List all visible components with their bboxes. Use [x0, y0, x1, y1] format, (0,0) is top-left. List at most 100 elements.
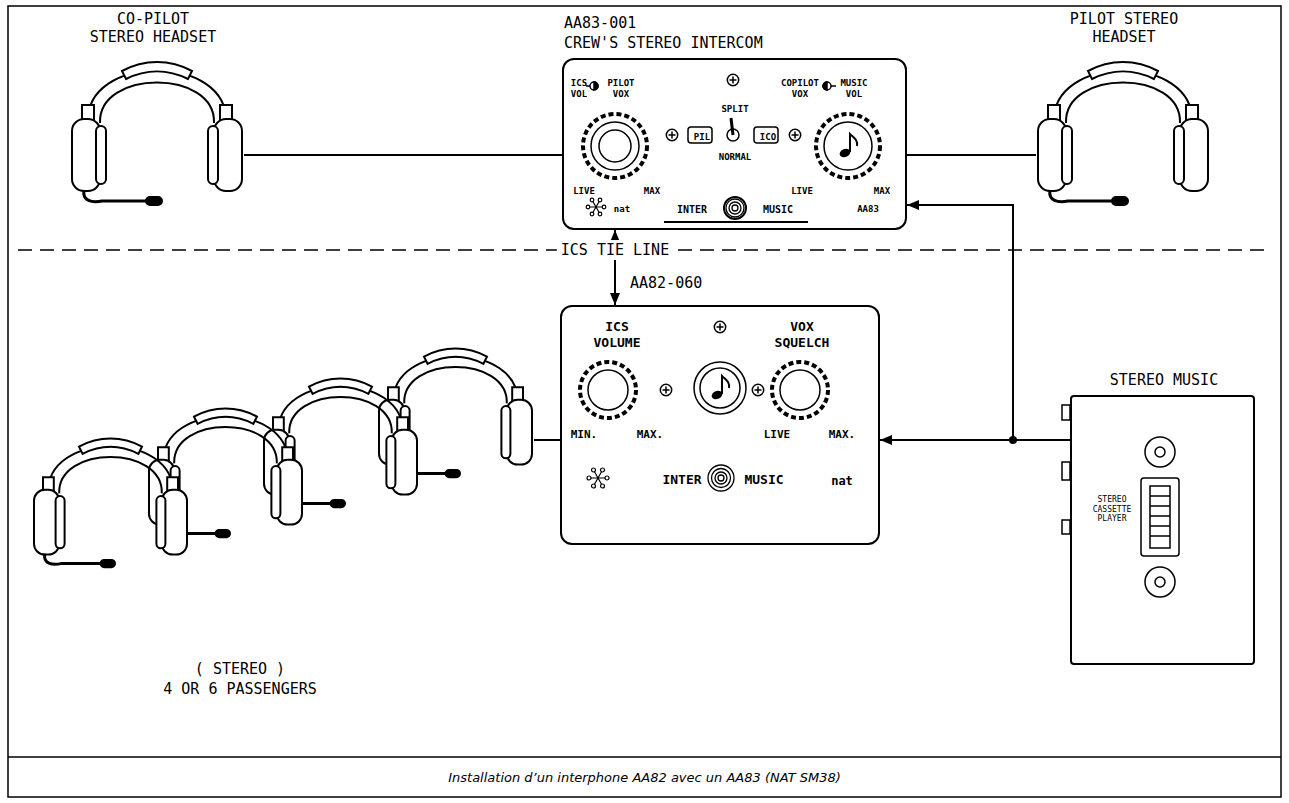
- panel-label: nat: [831, 474, 853, 488]
- screw-symbol: [666, 129, 677, 140]
- panel-label: MAX: [874, 186, 890, 197]
- aa83-panel-controls: [590, 82, 598, 90]
- aa83-panel-controls: [831, 85, 836, 87]
- panel-label: COPILOT VOX: [780, 78, 821, 100]
- panel-label: nat: [614, 204, 630, 215]
- aa82-panel-controls: [694, 362, 746, 414]
- cassette-player-detail: [1062, 405, 1179, 597]
- nat-logo: [592, 484, 596, 488]
- cassette-player-detail: [1141, 478, 1179, 556]
- wire-connector: [244, 154, 562, 156]
- cassette-player-detail: [1150, 486, 1170, 548]
- aa83-panel-controls: [599, 130, 631, 162]
- connector-group: [244, 155, 1070, 440]
- intercom-panel: AA82-060ICS VOLUMEVOX SQUELCHMIN.MAX.LIV…: [560, 305, 880, 545]
- panel-label: INTER: [677, 204, 707, 216]
- figure-caption: Installation d’un interphone AA82 avec u…: [8, 758, 1281, 796]
- cassette-player-detail: [1155, 447, 1165, 457]
- group-title: ( STEREO ): [195, 660, 285, 678]
- aa82-panel-controls: [780, 370, 820, 410]
- spiral-logo: [712, 469, 731, 488]
- passenger-headset-drawing: [34, 349, 532, 568]
- spiral-logo: [708, 465, 734, 491]
- spiral-logo: [726, 199, 744, 217]
- aa83-panel-controls: [583, 82, 880, 222]
- panel-label: ICS VOL: [570, 78, 589, 100]
- nat-logo: [601, 468, 605, 472]
- nat-logo: [598, 212, 602, 216]
- screw-symbol: [727, 74, 738, 85]
- aa82-panel-controls: [700, 368, 740, 408]
- cassette-player-detail: [1155, 577, 1165, 587]
- intercom-panel: AA83-001CREW'S STEREO INTERCOMICS VOLPIL…: [562, 58, 907, 230]
- panel-label: LIVE: [573, 186, 595, 197]
- spiral-logo: [708, 465, 734, 491]
- cassette-player: STEREO MUSICSTEREO CASSETTE PLAYER: [1070, 395, 1255, 665]
- spiral-logo: [724, 197, 746, 219]
- screw-symbol: [752, 384, 763, 395]
- nat-logo: [590, 198, 594, 202]
- aa83-panel-controls: [583, 114, 647, 178]
- screw-symbol: [660, 384, 671, 395]
- headset-drawing: [72, 62, 1208, 205]
- aa83-panel-controls: [754, 127, 778, 143]
- panel-label: SPLIT: [721, 104, 748, 115]
- device-title: PILOT STEREO HEADSET: [1058, 10, 1190, 46]
- nat-logo: [601, 484, 605, 488]
- panel-label: INTER: [662, 472, 701, 488]
- panel-label: MUSIC VOL: [839, 78, 869, 100]
- panel-label: AA83: [857, 204, 879, 215]
- aa82-panel-controls: [772, 362, 828, 418]
- device-title: STEREO MUSIC: [1110, 371, 1218, 389]
- nat-logo: [589, 470, 607, 486]
- panel-label: MUSIC: [763, 204, 793, 216]
- nat-logo: [587, 476, 591, 480]
- model-number: AA82-060: [630, 274, 702, 292]
- cassette-player-detail: [1145, 567, 1175, 597]
- panel-label: VOX SQUELCH: [773, 319, 832, 350]
- aa83-panel-controls: [731, 118, 733, 135]
- nat-logo: [592, 468, 596, 472]
- headset-drawing: [72, 62, 242, 205]
- spiral-logo: [715, 472, 727, 484]
- nat-logo: [587, 468, 609, 488]
- panel-label: ICO: [760, 132, 776, 143]
- panel-label: ICS VOLUME: [592, 319, 643, 350]
- passenger-headsets: ( STEREO ) 4 OR 6 PASSENGERS: [20, 285, 534, 705]
- spiral-logo: [729, 202, 741, 214]
- nat-logo: [602, 205, 606, 209]
- aa82-panel-controls: [588, 370, 628, 410]
- wire-connector: [534, 439, 560, 441]
- panel-label: MAX: [644, 186, 660, 197]
- panel-label: PILOT VOX: [606, 78, 636, 100]
- wire-connector: [907, 205, 1070, 440]
- aa82-panel-controls: [580, 362, 828, 418]
- screw-symbol: [714, 321, 725, 332]
- cassette-player-detail: [1062, 462, 1070, 480]
- headset-drawing: [1038, 62, 1208, 205]
- passenger-headset-drawing: [34, 439, 187, 568]
- group-title: 4 OR 6 PASSENGERS: [163, 680, 317, 698]
- cassette-player-detail: [1062, 520, 1070, 534]
- screw-symbol: [789, 129, 800, 140]
- nat-logo: [590, 212, 594, 216]
- nat-logo: [605, 476, 609, 480]
- device-title: CO-PILOT STEREO HEADSET: [87, 10, 219, 46]
- music-note-symbol: [722, 376, 729, 394]
- aa83-panel-controls: [664, 221, 808, 223]
- panel-label: MIN.: [571, 428, 598, 441]
- panel-label: NORMAL: [719, 152, 752, 163]
- spiral-logo: [718, 475, 724, 481]
- panel-label: LIVE: [764, 428, 791, 441]
- music-note-symbol: [710, 376, 729, 401]
- aa83-panel-controls: [591, 122, 639, 170]
- model-number: AA83-001: [564, 14, 636, 32]
- panel-label: LIVE: [791, 186, 813, 197]
- aa83-panel-controls: [823, 82, 831, 90]
- nat-logo: [598, 198, 602, 202]
- music-note-symbol: [850, 134, 857, 152]
- panel-label: MAX.: [829, 428, 856, 441]
- spiral-logo: [732, 205, 738, 211]
- copilot-headset: CO-PILOT STEREO HEADSET: [62, 10, 244, 205]
